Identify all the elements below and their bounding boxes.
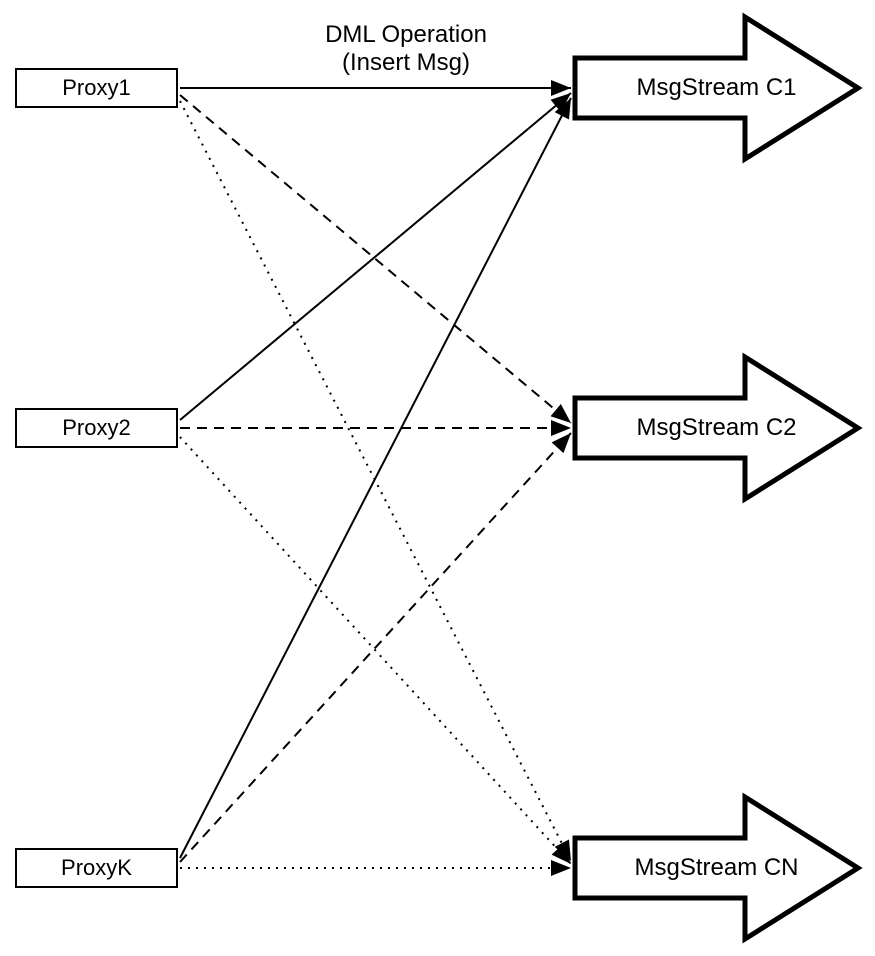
proxy2-label: Proxy2 [62, 415, 131, 440]
edge-proxy2-cn [179, 436, 572, 865]
diagram-title-line2: (Insert Msg) [341, 49, 470, 76]
stream-arrow-cn [572, 792, 863, 944]
edge-proxy1-cn [179, 100, 572, 862]
edge-proxy1-c2 [179, 94, 572, 424]
proxy1-label: Proxy1 [62, 75, 131, 100]
edge-proxy2-c1 [179, 92, 572, 421]
edge-proxyk-c2 [179, 432, 572, 863]
edge-proxyk-c1 [179, 97, 572, 859]
proxyk-box: ProxyK [15, 848, 178, 888]
stream-arrow-c2 [572, 352, 863, 504]
proxyk-label: ProxyK [61, 855, 132, 880]
diagram-title: DML Operation (Insert Msg) [256, 21, 556, 77]
stream-arrow-c1 [572, 12, 863, 164]
proxy2-box: Proxy2 [15, 408, 178, 448]
diagram-title-line1: DML Operation [325, 21, 487, 48]
proxy1-box: Proxy1 [15, 68, 178, 108]
